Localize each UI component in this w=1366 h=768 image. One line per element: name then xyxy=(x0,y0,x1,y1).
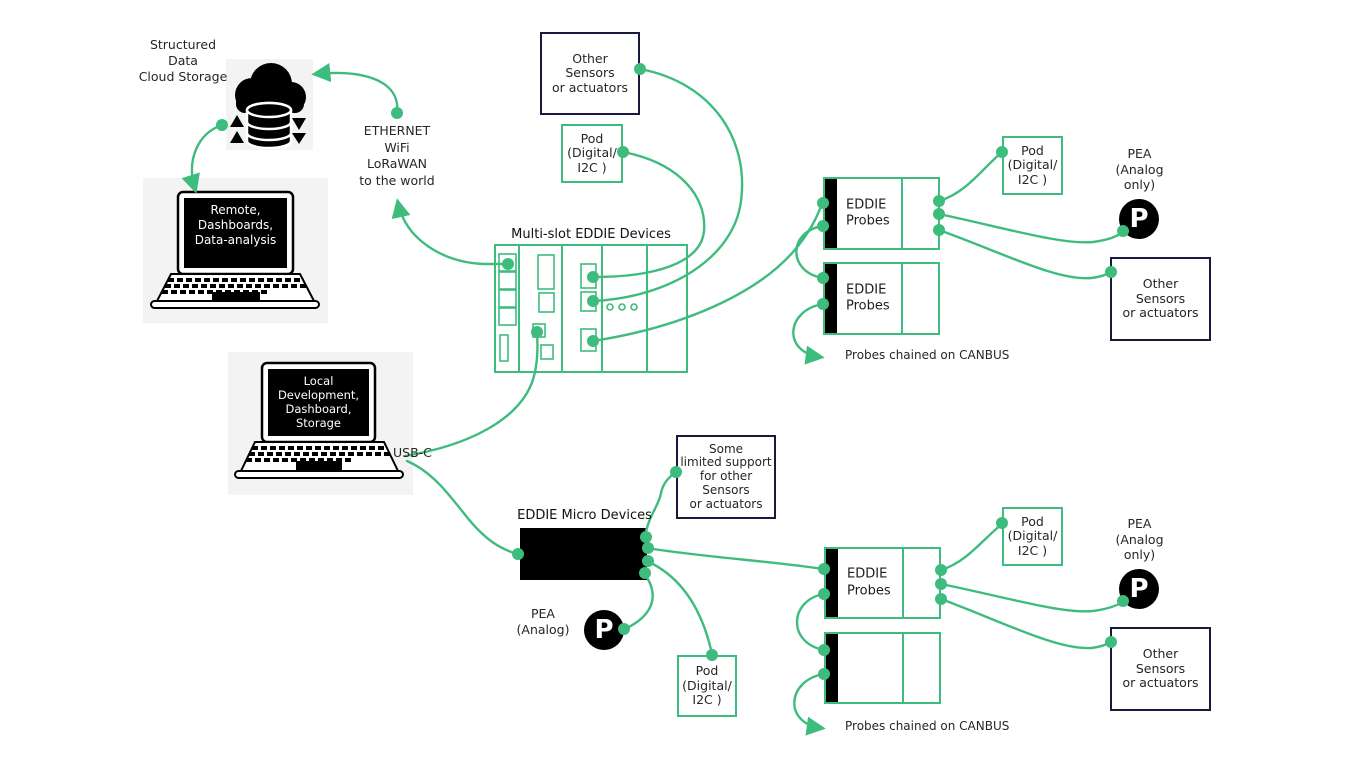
eddie-micro-device-body xyxy=(520,528,647,580)
pea-icon-right-bottom: P xyxy=(1119,569,1159,609)
remote-laptop-screen-label: Remote, Dashboards, Data-analysis xyxy=(194,203,277,247)
pod-box-3: Pod (Digital/ I2C ) xyxy=(677,655,737,717)
pod-box-2: Pod (Digital/ I2C ) xyxy=(1002,136,1063,195)
edge-network-to-cloud xyxy=(311,63,399,115)
usb-c-label: USB-C xyxy=(393,445,432,460)
edge-probes2-chain xyxy=(795,592,826,652)
probe-connector-bar xyxy=(825,264,837,333)
cloud-storage-label: Structured Data Cloud Storage xyxy=(138,37,228,84)
edge-canbus-arrow-1 xyxy=(792,302,825,365)
pea-label-bottom-left: PEA (Analog) xyxy=(516,606,570,637)
pea-label-right-bottom: PEA (Analog only) xyxy=(1115,516,1164,562)
label-line: or actuators xyxy=(552,79,628,95)
edge-micro-to-limited-support xyxy=(643,470,678,539)
label-line: Other xyxy=(1142,646,1179,662)
probe-label: EDDIE Probes xyxy=(846,197,890,229)
label-line: Pod xyxy=(1021,142,1044,158)
label-line: or actuators xyxy=(1122,305,1199,321)
edge-usbc-to-multislot xyxy=(403,331,539,458)
label-line: Sensors xyxy=(702,482,750,497)
local-laptop-screen-label: Local Development, Dashboard, Storage xyxy=(277,374,360,430)
cloud-card xyxy=(226,59,313,150)
probe-divider xyxy=(902,634,904,702)
label-line: or actuators xyxy=(1122,675,1199,691)
remote-laptop-card xyxy=(143,178,328,323)
label-line: Pod xyxy=(580,130,604,146)
edge-micro-to-pod3 xyxy=(645,559,714,656)
probe-connector-bar xyxy=(825,179,837,248)
label-line: Pod xyxy=(1021,513,1044,529)
pea-icon-bottom-left: P xyxy=(584,610,624,650)
other-sensors-box-right-bottom: Other Sensors or actuators xyxy=(1110,627,1211,711)
label-line: Pod xyxy=(695,663,719,679)
label-line: (Digital/ xyxy=(1007,157,1058,173)
other-sensors-box-right-top: Other Sensors or actuators xyxy=(1110,257,1211,341)
pod-box-4: Pod (Digital/ I2C ) xyxy=(1002,507,1063,566)
label-line: Some xyxy=(708,441,744,456)
probe-connector-bar xyxy=(826,549,838,617)
label-line: (Digital/ xyxy=(682,677,732,693)
probe-divider xyxy=(901,264,903,333)
label-line: (Digital/ xyxy=(567,145,617,161)
probe-divider xyxy=(902,549,904,617)
edge-device-to-probes1 xyxy=(591,202,824,343)
canbus-note-1: Probes chained on CANBUS xyxy=(845,348,1010,362)
edge-probes2-to-sensors3 xyxy=(939,597,1112,650)
edge-probes1-to-pod2 xyxy=(937,150,1004,203)
slot-module-icons xyxy=(532,254,597,360)
edge-micro-to-probes2 xyxy=(645,546,825,571)
label-line: Sensors xyxy=(1135,660,1186,676)
label-line: Sensors xyxy=(1135,290,1186,306)
eddie-probe-module-2b xyxy=(824,632,941,704)
edge-probes1-chain xyxy=(795,224,825,280)
pea-label-right-top: PEA (Analog only) xyxy=(1115,146,1164,192)
canbus-note-2: Probes chained on CANBUS xyxy=(845,719,1010,733)
edge-probes1-to-pea1 xyxy=(937,212,1125,244)
limited-support-box: Some limited support for other Sensors o… xyxy=(676,435,776,519)
label-line: (Digital/ xyxy=(1007,528,1058,544)
ethernet-ports-icon xyxy=(498,253,517,362)
probe-label: EDDIE Probes xyxy=(847,566,891,599)
label-line: for other xyxy=(699,469,753,484)
label-line: I2C ) xyxy=(577,159,607,175)
probe-connector-bar xyxy=(826,634,838,702)
edge-canbus-arrow-2 xyxy=(793,672,826,736)
probe-divider xyxy=(901,179,903,248)
edge-micro-to-pea2 xyxy=(623,571,654,631)
label-line: Other xyxy=(1142,276,1179,292)
edge-probes2-to-pea3 xyxy=(939,582,1125,613)
network-label: ETHERNET WiFi LoRaWAN to the world xyxy=(359,123,435,188)
label-line: I2C ) xyxy=(692,692,722,708)
label-line: I2C ) xyxy=(1017,542,1048,558)
pea-icon-right-top: P xyxy=(1119,199,1159,239)
more-slots-ellipsis-icon xyxy=(606,303,638,311)
multislot-eddie-device xyxy=(494,244,688,373)
label-line: Other xyxy=(572,50,608,66)
label-line: or actuators xyxy=(689,496,763,511)
label-line: Sensors xyxy=(565,65,615,81)
eddie-probe-module-2a: EDDIE Probes xyxy=(824,547,941,619)
edge-usbc-to-micro xyxy=(405,459,519,556)
edge-probes2-to-pod4 xyxy=(939,522,1004,572)
multislot-title: Multi-slot EDDIE Devices xyxy=(511,227,671,242)
probe-label: EDDIE Probes xyxy=(846,282,890,314)
label-line: limited support xyxy=(680,455,772,470)
eddie-probe-module-1a: EDDIE Probes xyxy=(823,177,940,250)
micro-title: EDDIE Micro Devices xyxy=(517,508,652,523)
label-line: I2C ) xyxy=(1017,171,1048,187)
other-sensors-box-top: Other Sensors or actuators xyxy=(540,32,640,115)
edge-device-to-network xyxy=(391,198,510,266)
eddie-probe-module-1b: EDDIE Probes xyxy=(823,262,940,335)
edge-probes1-to-sensors2 xyxy=(937,228,1112,280)
pod-box-1: Pod (Digital/ I2C ) xyxy=(561,124,623,183)
